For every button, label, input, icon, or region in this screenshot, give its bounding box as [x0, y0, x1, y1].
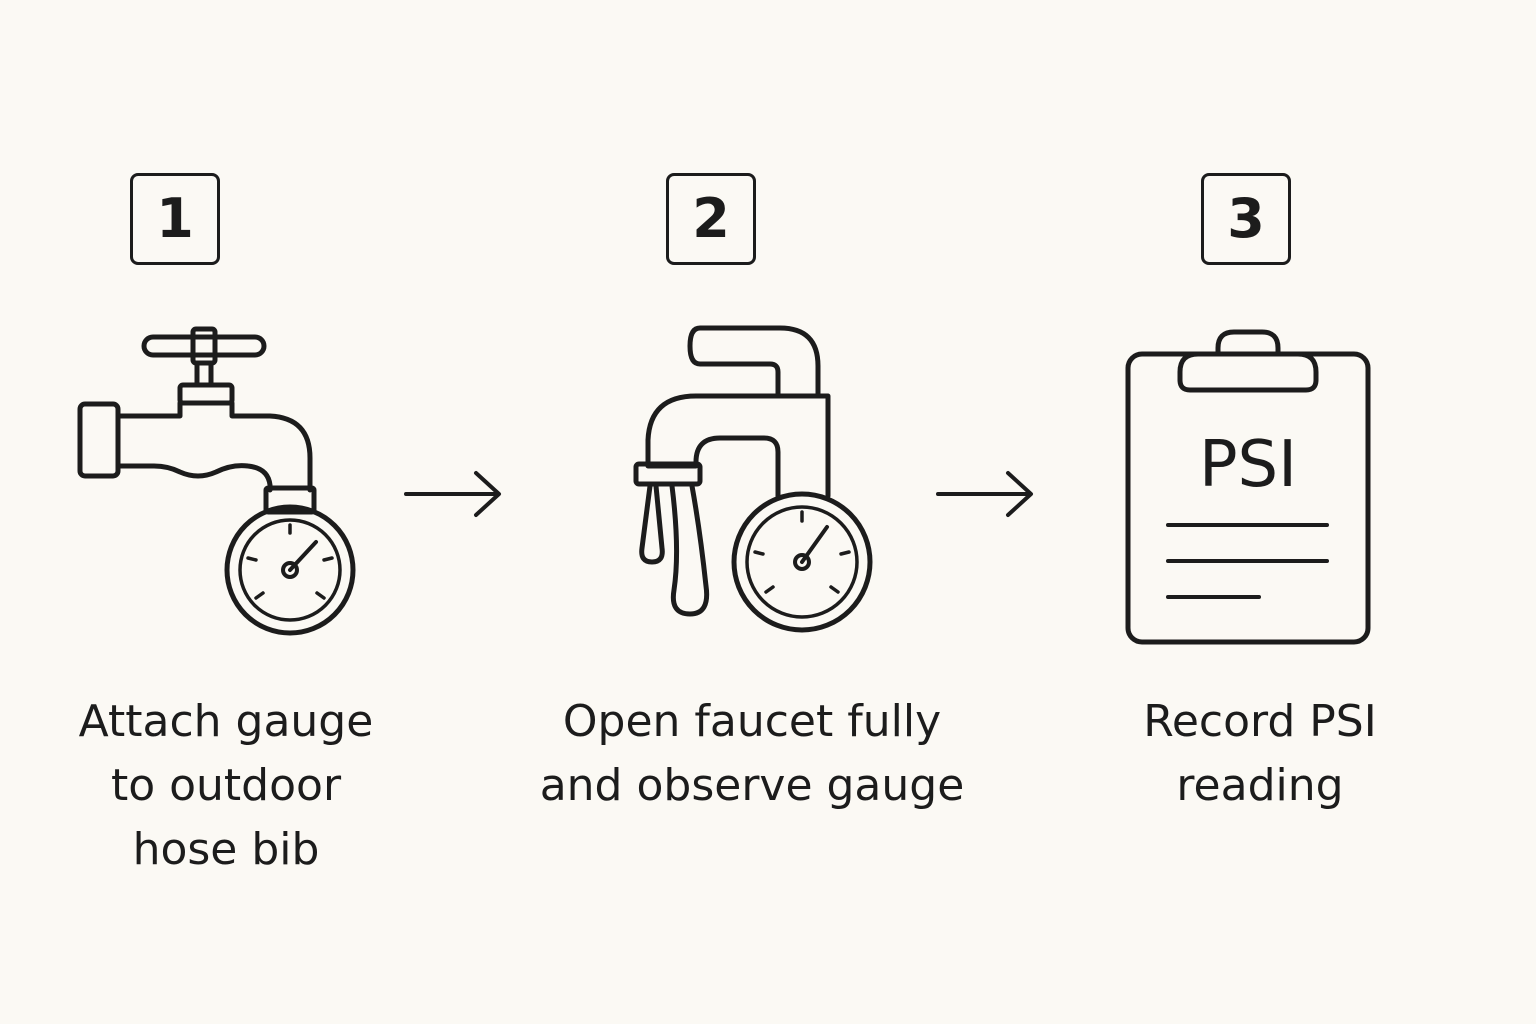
clipboard-psi-label: PSI: [1199, 428, 1297, 502]
step-1-number-badge: 1: [130, 173, 220, 265]
clipboard-psi-icon: PSI: [1125, 329, 1371, 645]
hose-bib-gauge-icon: [77, 326, 356, 636]
step-3-number-badge: 3: [1201, 173, 1291, 265]
arrow-right-icon: [936, 471, 1033, 517]
arrow-right-icon: [404, 471, 501, 517]
step-2-number-badge: 2: [666, 173, 756, 265]
faucet-running-gauge-icon: [633, 325, 873, 633]
step-1-caption: Attach gauge to outdoor hose bib: [78, 696, 374, 875]
step-2-caption: Open faucet fully and observe gauge: [539, 696, 965, 811]
step-3-caption: Record PSI reading: [1143, 696, 1377, 811]
